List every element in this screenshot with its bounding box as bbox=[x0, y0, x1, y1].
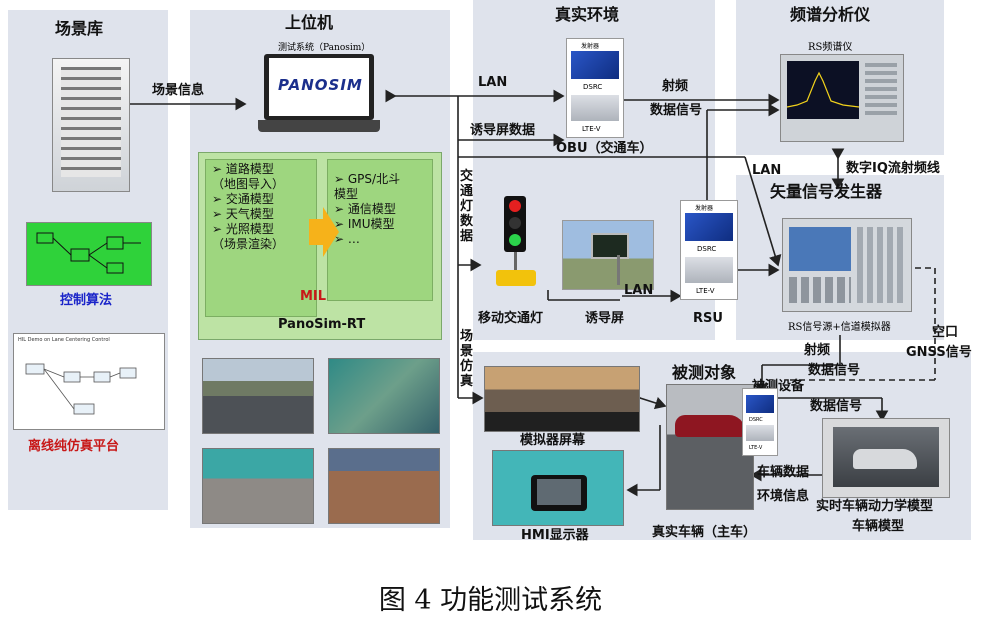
model-item: （地图导入） bbox=[212, 177, 285, 191]
traffic-light-data-label: 交通灯数据 bbox=[460, 169, 474, 244]
scene-info-label: 场景信息 bbox=[152, 83, 205, 98]
traffic-light-image bbox=[488, 196, 544, 292]
real-vehicle-label: 真实车辆（主车） bbox=[652, 525, 757, 540]
scene-image-1 bbox=[202, 358, 314, 434]
model-item: ➢ 光照模型 bbox=[212, 222, 274, 236]
vsg-device-label: RS信号源+信道模拟器 bbox=[788, 322, 891, 333]
laptop-image: PANOSIM bbox=[258, 54, 380, 134]
transmitter-label: 发射器 bbox=[695, 205, 714, 212]
scene-sim-label: 场景仿真 bbox=[460, 329, 474, 389]
vsg-title: 矢量信号发生器 bbox=[770, 182, 883, 201]
scene-image-4 bbox=[328, 448, 440, 524]
panosim-rt-label: PanoSim-RT bbox=[278, 317, 366, 332]
mobile-traffic-light-label: 移动交通灯 bbox=[478, 311, 544, 326]
models-left-box bbox=[205, 159, 317, 317]
scene-image-3 bbox=[202, 448, 314, 524]
iq-label: 数字IQ流射频线 bbox=[846, 161, 940, 176]
real-environment-title: 真实环境 bbox=[555, 5, 620, 24]
gnss-label: GNSS信号 bbox=[906, 345, 972, 360]
model-item: （场景渲染） bbox=[212, 237, 285, 251]
hmi-image bbox=[492, 450, 624, 526]
panosim-logo: PANOSIM bbox=[278, 76, 363, 94]
laptop-caption: 测试系统（Panosim） bbox=[278, 43, 371, 53]
guide-screen-image bbox=[562, 220, 654, 290]
hmi-label: HMI显示器 bbox=[521, 528, 589, 543]
ltev-label: LTE-V bbox=[749, 445, 763, 451]
rf-label-2: 射频 bbox=[804, 343, 831, 358]
vehicle-data-label: 车辆数据 bbox=[757, 465, 810, 480]
spectrum-analyzer-title: 频谱分析仪 bbox=[790, 5, 871, 24]
model-item: ➢ 通信模型 bbox=[334, 202, 396, 216]
control-algorithm-label: 控制算法 bbox=[60, 293, 113, 308]
scene-library-title: 场景库 bbox=[55, 19, 104, 38]
simulator-screen-image bbox=[484, 366, 640, 432]
dsrc-label: DSRC bbox=[583, 83, 603, 91]
lan-label-2: LAN bbox=[752, 163, 782, 178]
rsu-device: 发射器 DSRC LTE-V bbox=[680, 200, 738, 300]
control-algorithm-image bbox=[26, 222, 152, 286]
model-item: ➢ … bbox=[334, 232, 360, 246]
rf-data-label-2: 数据信号 bbox=[808, 363, 861, 378]
simulator-screen-label: 模拟器屏幕 bbox=[520, 433, 586, 448]
mil-label: MIL bbox=[300, 289, 327, 304]
panosim-rt-box bbox=[198, 152, 442, 340]
model-item: ➢ 天气模型 bbox=[212, 207, 274, 221]
dsrc-label: DSRC bbox=[749, 417, 763, 423]
offline-sim-label: 离线纯仿真平台 bbox=[28, 439, 120, 454]
air-interface-label: 空口 bbox=[932, 325, 959, 340]
ltev-label: LTE-V bbox=[696, 287, 715, 295]
model-item: 模型 bbox=[334, 187, 359, 201]
models-right-box bbox=[327, 159, 433, 301]
spectrum-analyzer-image bbox=[780, 54, 904, 142]
model-item: ➢ 交通模型 bbox=[212, 192, 274, 206]
rt-model-image bbox=[822, 418, 950, 498]
rf-label-1: 射频 bbox=[662, 79, 689, 94]
models-left-list: ➢ 道路模型 （地图导入） ➢ 交通模型 ➢ 天气模型 ➢ 光照模型 （场景渲染… bbox=[212, 162, 284, 252]
dut-title: 被测对象 bbox=[672, 363, 737, 382]
env-info-label: 环境信息 bbox=[757, 489, 810, 504]
rf-data-label-1: 数据信号 bbox=[650, 103, 703, 118]
real-vehicle-image bbox=[666, 384, 754, 510]
dut-device-image: DSRC LTE-V bbox=[742, 388, 778, 456]
models-right-list: ➢ GPS/北斗 模型 ➢ 通信模型 ➢ IMU模型 ➢ … bbox=[334, 172, 400, 247]
server-rack-image bbox=[52, 58, 130, 192]
arrow-icon bbox=[309, 207, 339, 257]
data-signal-label: 数据信号 bbox=[810, 399, 863, 414]
guide-screen-data-label: 诱导屏数据 bbox=[470, 123, 536, 138]
hil-demo-title: HIL Demo on Lane Centering Control bbox=[18, 337, 110, 343]
offline-sim-image: HIL Demo on Lane Centering Control bbox=[13, 333, 165, 430]
model-item: ➢ GPS/北斗 bbox=[334, 172, 401, 186]
guide-screen-label: 诱导屏 bbox=[585, 311, 625, 326]
scene-image-2 bbox=[328, 358, 440, 434]
obu-label: OBU（交通车） bbox=[556, 141, 653, 156]
transmitter-label: 发射器 bbox=[581, 43, 600, 50]
ltev-label: LTE-V bbox=[582, 125, 601, 133]
host-title: 上位机 bbox=[285, 13, 334, 32]
rsu-label: RSU bbox=[693, 311, 723, 326]
model-item: ➢ 道路模型 bbox=[212, 162, 274, 176]
obu-device: 发射器 DSRC LTE-V bbox=[566, 38, 624, 138]
lan-label-1: LAN bbox=[478, 75, 508, 90]
vehicle-model-label: 车辆模型 bbox=[852, 519, 905, 534]
rt-model-label: 实时车辆动力学模型 bbox=[816, 499, 934, 514]
model-item: ➢ IMU模型 bbox=[334, 217, 395, 231]
spectrum-device-label: RS频谱仪 bbox=[808, 42, 853, 53]
figure-caption: 图 4 功能测试系统 bbox=[378, 585, 603, 616]
lan-label-3: LAN bbox=[624, 283, 654, 298]
vsg-image bbox=[782, 218, 912, 312]
dsrc-label: DSRC bbox=[697, 245, 717, 253]
